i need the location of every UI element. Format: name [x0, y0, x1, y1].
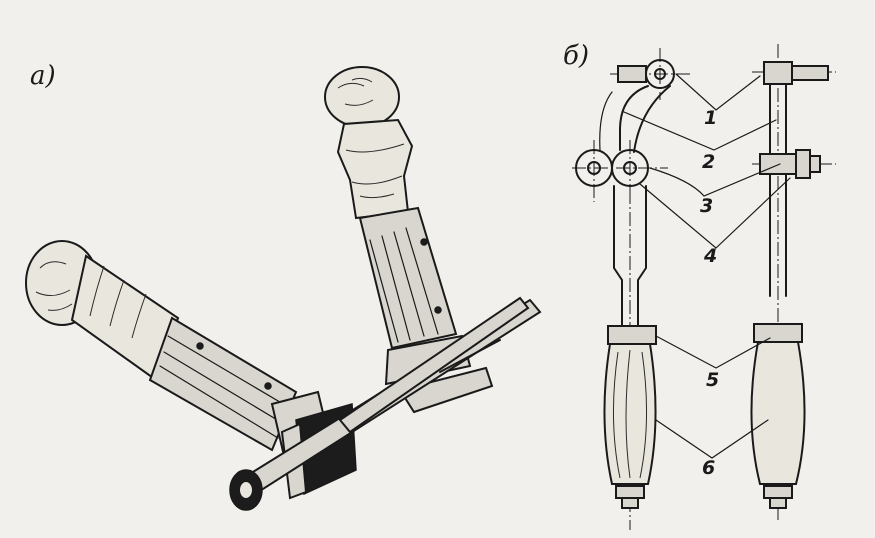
front-view — [572, 48, 690, 530]
panel-a-label: а) — [30, 61, 56, 91]
callout-4: 4 — [703, 245, 717, 267]
side-view — [750, 44, 836, 520]
leader-lines — [623, 73, 791, 459]
callout-3: 3 — [700, 195, 713, 217]
callout-2: 2 — [702, 151, 715, 173]
rods-a — [229, 296, 542, 511]
tool-a-upright — [324, 66, 494, 414]
callout-6: 6 — [702, 457, 715, 479]
callout-1: 1 — [704, 107, 717, 129]
callout-5: 5 — [706, 369, 719, 391]
panel-b-label: б) — [563, 41, 589, 71]
tool-a-horizontal — [25, 240, 357, 500]
